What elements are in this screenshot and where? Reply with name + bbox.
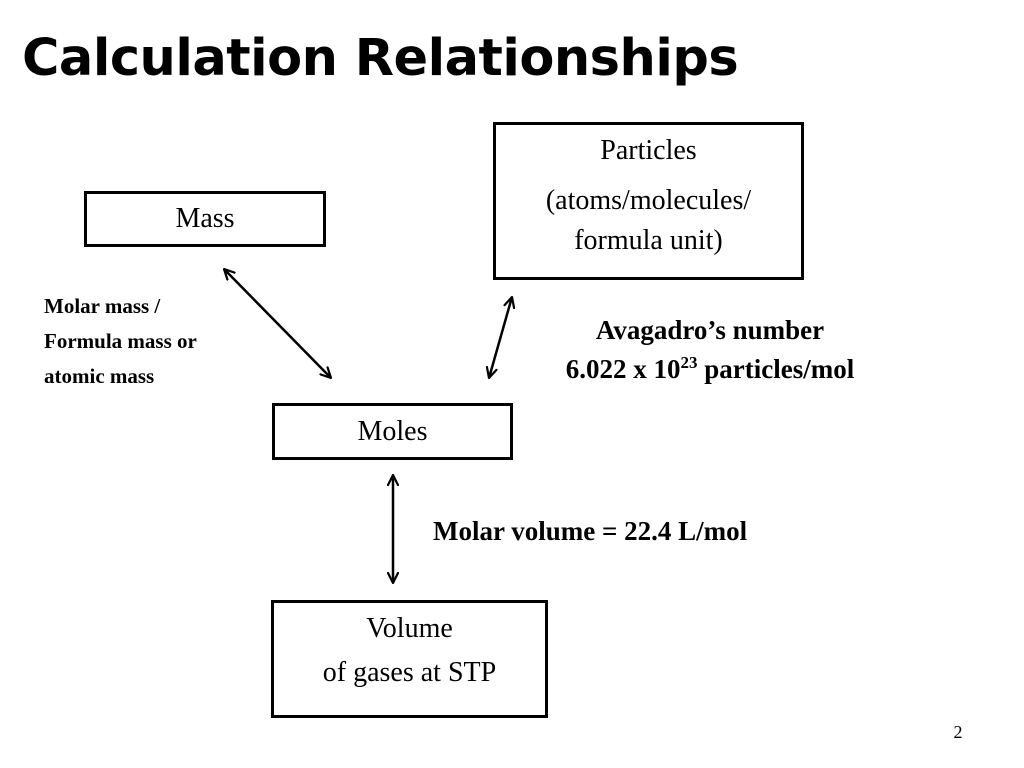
particles-node: Particles (atoms/molecules/ formula unit… bbox=[493, 122, 804, 280]
avogadro-exponent: 23 bbox=[680, 353, 698, 372]
molar-mass-label-line-1: Molar mass / bbox=[44, 294, 161, 318]
slide-title: Calculation Relationships bbox=[22, 29, 739, 88]
page-number: 2 bbox=[953, 722, 963, 742]
avogadro-label: Avagadro’s number 6.022 x 1023 particles… bbox=[520, 311, 900, 389]
moles-particles-arrow bbox=[489, 297, 512, 378]
particles-desc-line-1: (atoms/molecules/ bbox=[545, 185, 752, 216]
avogadro-unit: particles/mol bbox=[697, 354, 855, 384]
moles-node: Moles bbox=[272, 403, 513, 460]
moles-node-label: Moles bbox=[357, 415, 428, 447]
mass-node: Mass bbox=[84, 191, 326, 247]
particles-node-label: Particles bbox=[600, 135, 697, 166]
volume-node-label: Volume bbox=[366, 613, 453, 644]
particles-desc-line-2: formula unit) bbox=[574, 225, 723, 256]
particles-node-description: (atoms/molecules/ formula unit) bbox=[546, 181, 751, 261]
mass-node-label: Mass bbox=[175, 203, 235, 234]
molar-mass-label: Molar mass / Formula mass or atomic mass bbox=[44, 289, 197, 394]
volume-node: Volume of gases at STP bbox=[271, 600, 548, 718]
avogadro-number-base: 6.022 x 10 bbox=[565, 354, 681, 384]
molar-volume-label: Molar volume = 22.4 L/mol bbox=[433, 516, 748, 546]
mass-moles-arrow bbox=[224, 269, 331, 378]
avogadro-label-line-1: Avagadro’s number bbox=[595, 315, 825, 345]
avogadro-label-line-2: 6.022 x 1023 particles/mol bbox=[520, 350, 900, 389]
molar-mass-label-line-2: Formula mass or bbox=[44, 329, 197, 353]
volume-node-description: of gases at STP bbox=[322, 657, 497, 688]
molar-mass-label-line-3: atomic mass bbox=[44, 364, 155, 388]
